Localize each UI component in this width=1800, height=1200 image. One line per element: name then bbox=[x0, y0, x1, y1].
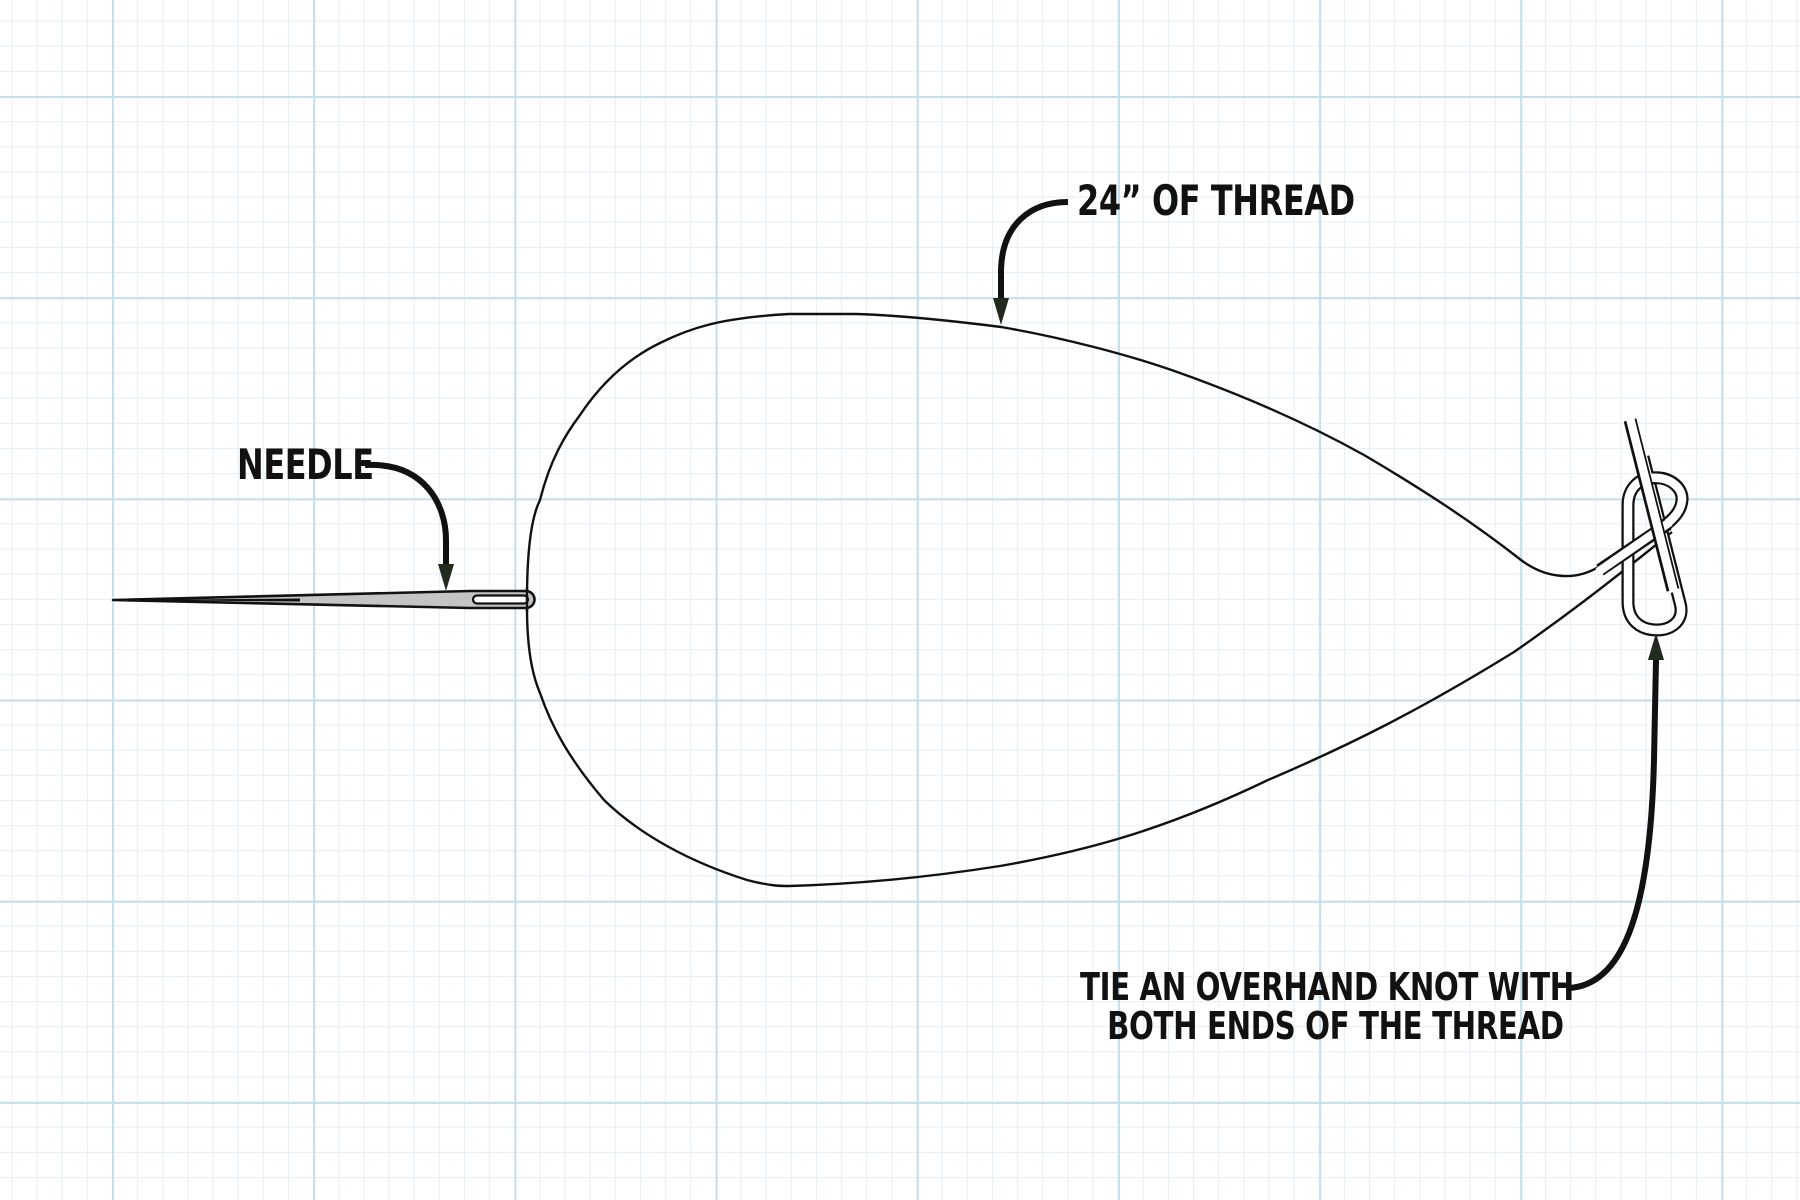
knot-arrow-icon bbox=[1568, 633, 1664, 991]
needle bbox=[111, 589, 536, 610]
knot-instruction-line-2: BOTH ENDS OF THE THREAD bbox=[1107, 1004, 1564, 1048]
needle-label: NEEDLE bbox=[237, 440, 374, 489]
needle-arrow-icon bbox=[364, 461, 454, 591]
thread-loop-lower bbox=[525, 531, 1673, 888]
thread-arrow-icon bbox=[993, 199, 1069, 325]
thread-loop bbox=[525, 312, 1669, 601]
knot-instruction-line-1: TIE AN OVERHAND KNOT WITH bbox=[1080, 965, 1574, 1009]
overhand-knot bbox=[1595, 416, 1689, 637]
needle-eye bbox=[471, 594, 530, 605]
thread-length-label: 24” OF THREAD bbox=[1077, 176, 1355, 225]
knot-instruction-label: TIE AN OVERHAND KNOT WITH BOTH ENDS OF T… bbox=[1080, 968, 1574, 1045]
